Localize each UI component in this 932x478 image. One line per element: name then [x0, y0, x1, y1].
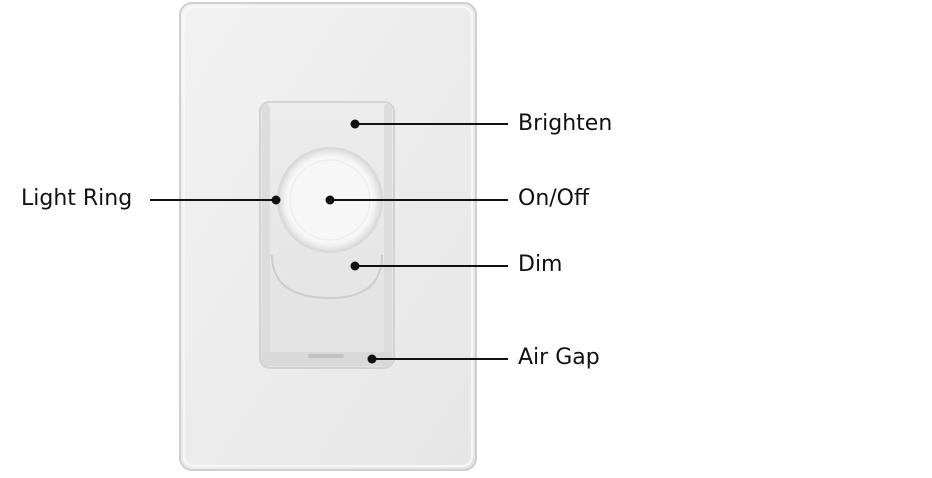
leader-line-dim	[350, 261, 508, 271]
leader-line-on-off	[325, 195, 508, 205]
label-dim: Dim	[518, 252, 563, 277]
leader-line-light-ring	[150, 195, 281, 205]
air-gap-slot[interactable]	[308, 354, 344, 358]
leader-line-brighten	[350, 119, 508, 129]
label-light-ring: Light Ring	[21, 186, 133, 211]
label-on-off: On/Off	[518, 186, 590, 211]
label-air-gap: Air Gap	[518, 345, 600, 370]
label-brighten: Brighten	[518, 111, 613, 136]
leader-line-air-gap	[367, 354, 508, 364]
